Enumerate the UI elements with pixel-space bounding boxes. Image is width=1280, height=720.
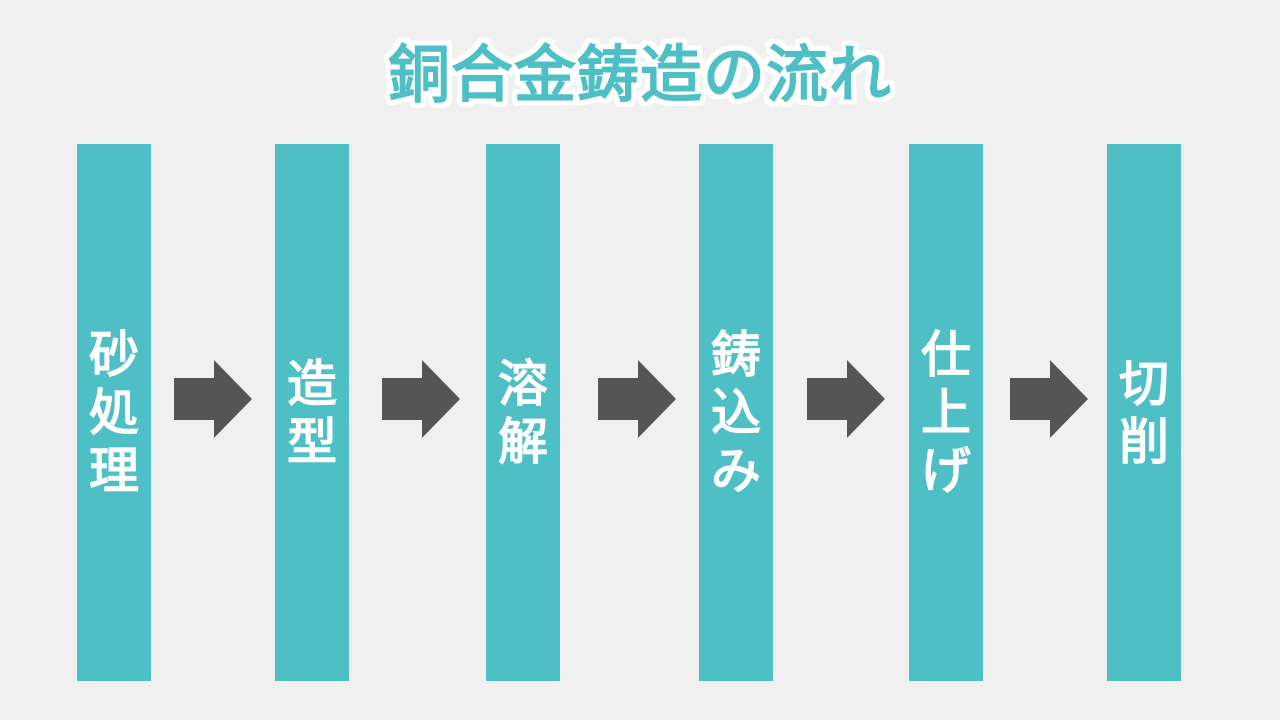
step-pouring: 鋳込み <box>699 144 773 681</box>
right-arrow-icon <box>382 360 460 438</box>
diagram-title: 銅合金鋳造の流れ <box>387 38 892 111</box>
step-label: 切削 <box>1119 354 1169 471</box>
right-arrow-icon <box>1010 360 1088 438</box>
right-arrow-icon <box>598 360 676 438</box>
step-label: 仕上げ <box>921 325 971 500</box>
step-label: 砂処理 <box>89 325 139 500</box>
right-arrow-icon <box>807 360 885 438</box>
step-melting: 溶解 <box>486 144 560 681</box>
step-label: 溶解 <box>498 354 548 471</box>
step-sand-treatment: 砂処理 <box>77 144 151 681</box>
step-machining: 切削 <box>1107 144 1181 681</box>
right-arrow-icon <box>174 360 252 438</box>
step-finishing: 仕上げ <box>909 144 983 681</box>
step-molding: 造型 <box>275 144 349 681</box>
step-label: 鋳込み <box>711 325 761 500</box>
step-label: 造型 <box>287 354 337 471</box>
